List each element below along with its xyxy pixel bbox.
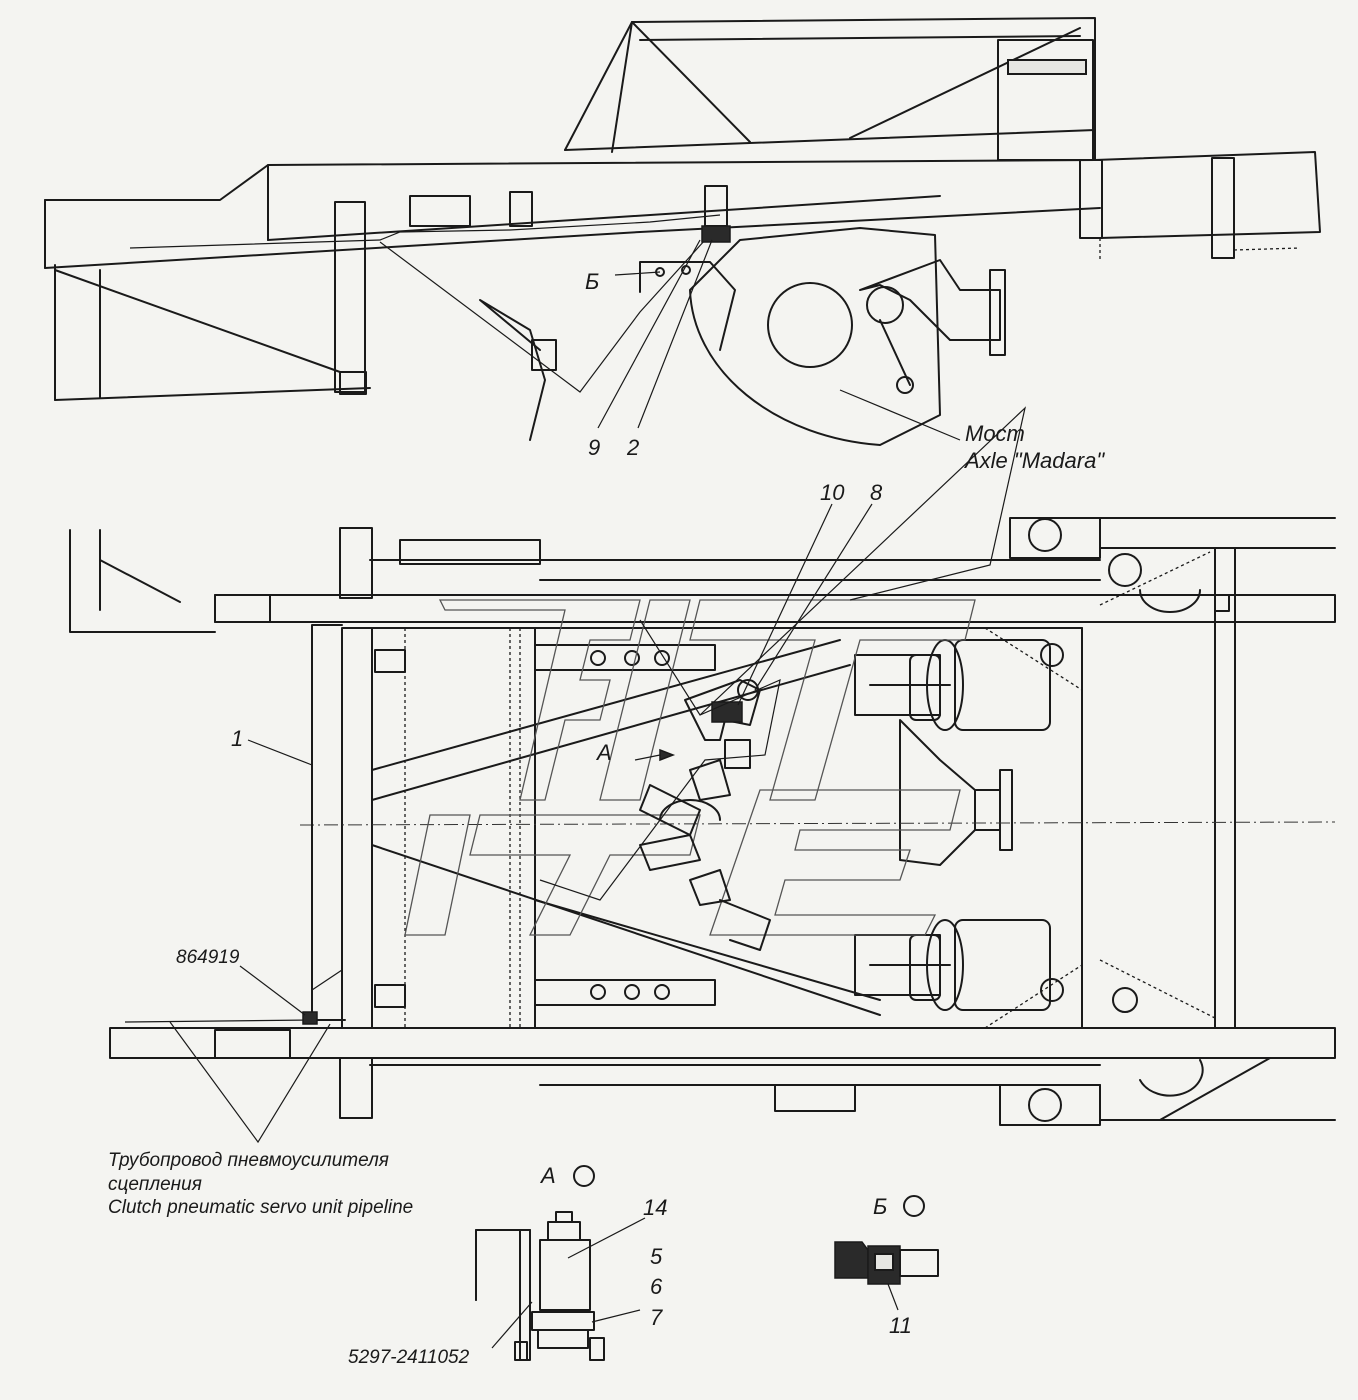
watermark [404, 599, 976, 936]
label-9: 9 [588, 435, 600, 460]
label-1: 1 [231, 726, 243, 751]
label-8: 8 [870, 480, 883, 505]
label-b-top: Б [585, 269, 599, 294]
detail-a [475, 1165, 646, 1361]
label-arrow-a: А [595, 740, 612, 765]
labels: Б 9 2 Мост Axle "Madara" 10 8 1 А 864919… [108, 269, 1105, 1368]
plan-view [69, 406, 1336, 1144]
label-5: 5 [650, 1244, 663, 1269]
label-6: 6 [650, 1274, 663, 1299]
label-part-no: 5297-2411052 [348, 1347, 470, 1368]
label-pipe-ru-2: сцепления [108, 1174, 202, 1195]
label-11: 11 [889, 1313, 912, 1338]
label-most-en: Axle "Madara" [963, 448, 1105, 473]
label-most-ru: Мост [965, 421, 1025, 446]
label-pipe-ru-1: Трубопровод пневмоусилителя [108, 1150, 389, 1171]
label-864919: 864919 [176, 947, 240, 968]
label-14: 14 [643, 1195, 667, 1220]
side-view [44, 17, 1321, 446]
label-2: 2 [626, 435, 639, 460]
detail-b [834, 1195, 939, 1311]
label-10: 10 [820, 480, 845, 505]
label-7: 7 [650, 1305, 663, 1330]
label-view-a: А [539, 1163, 556, 1188]
label-view-b: Б [873, 1194, 887, 1219]
label-pipe-en: Clutch pneumatic servo unit pipeline [108, 1197, 413, 1218]
